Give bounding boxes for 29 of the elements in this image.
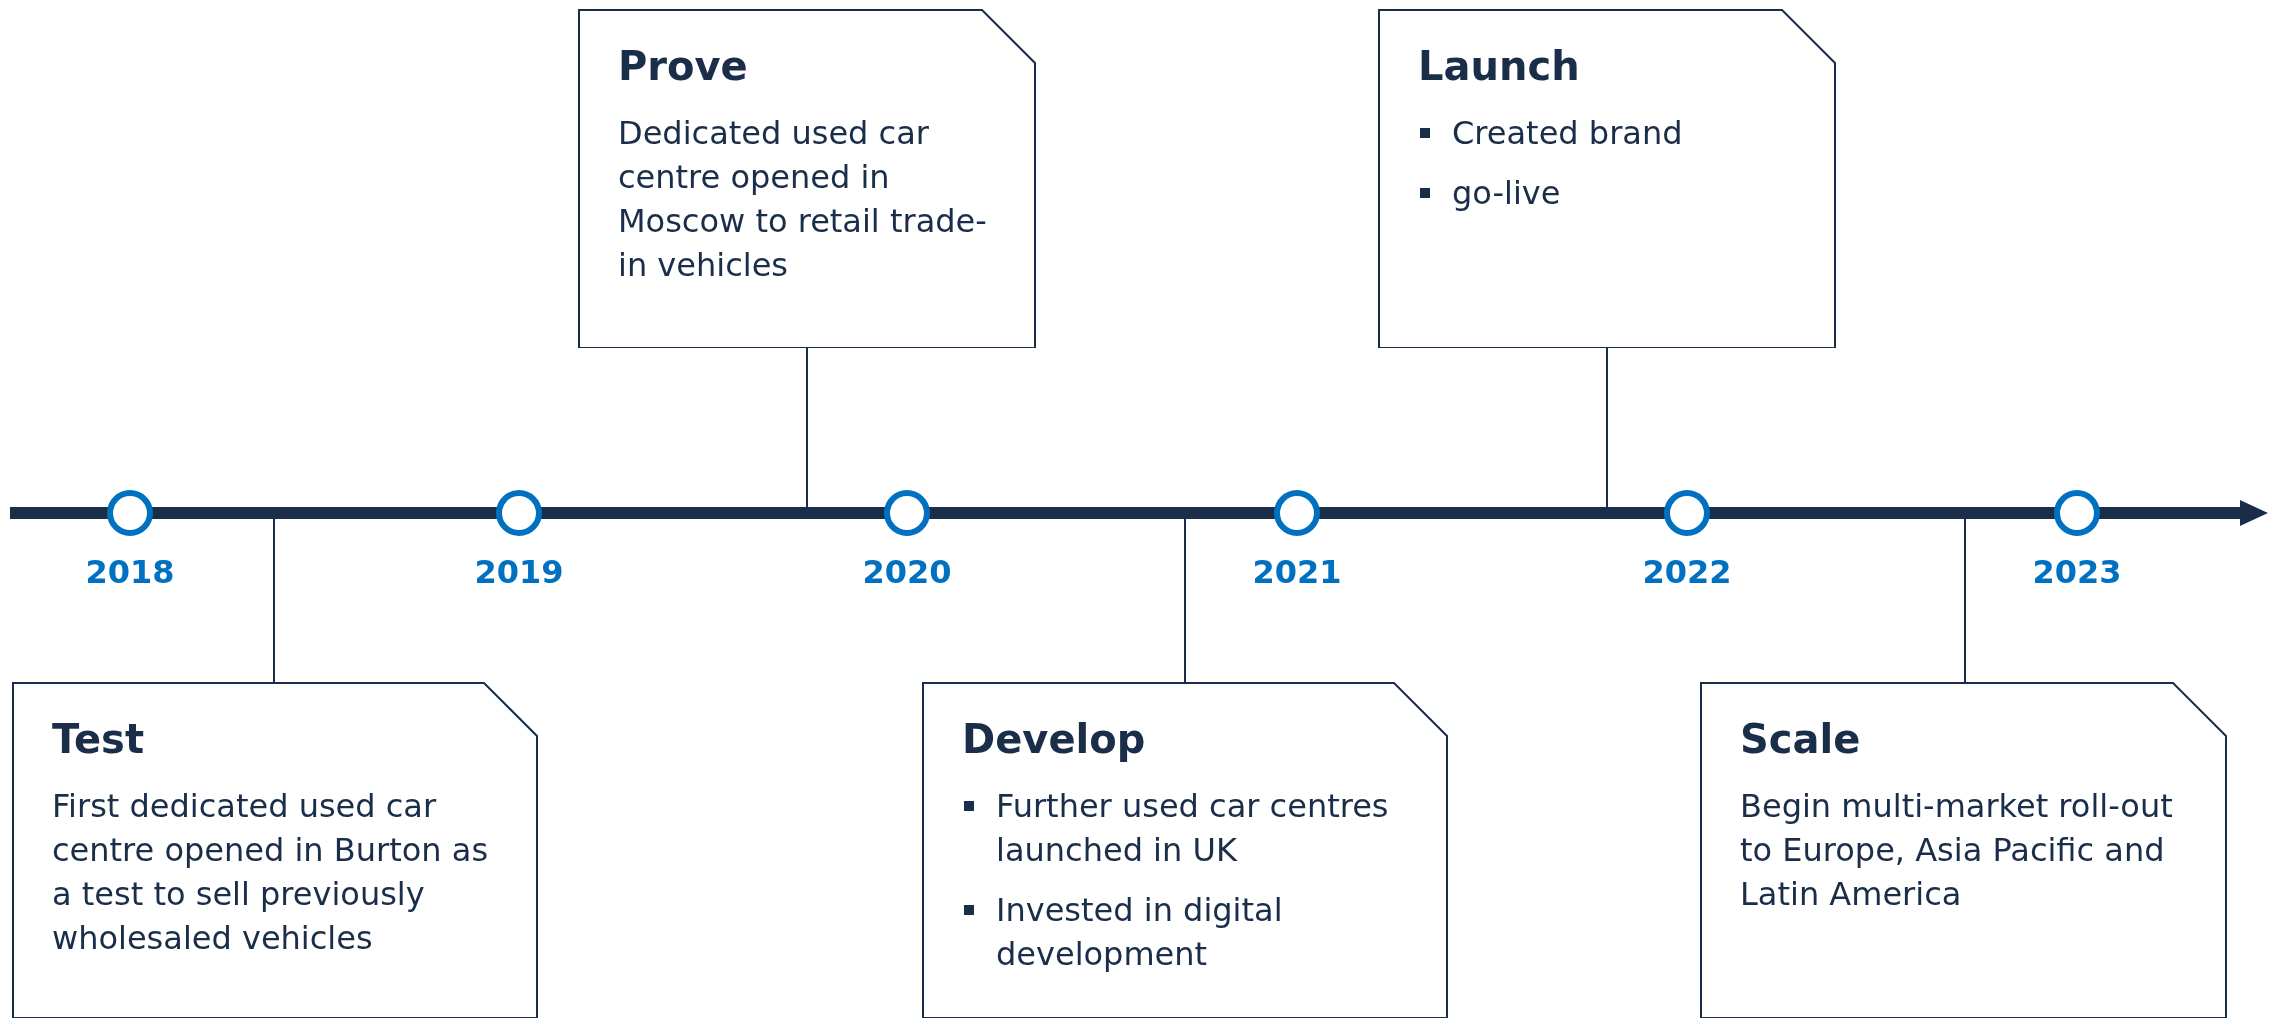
milestone-title: Test (52, 716, 145, 762)
bullet-text: go-live (1452, 174, 1561, 212)
bullet-text: Invested in digital development (996, 891, 1283, 973)
milestone-description: Dedicated used car centre opened in Moscow to retail trade-in vehicles (618, 113, 988, 286)
leader-line (1606, 347, 1608, 508)
milestone-title: Scale (1740, 716, 1861, 762)
year-label: 2021 (1251, 553, 1343, 591)
milestone-description: First dedicated used car centre opened in Burton as a test to sell previously wholesaled vehicles (52, 786, 490, 959)
milestone-title: Launch (1418, 43, 1580, 89)
milestone-card (578, 9, 1036, 348)
leader-line (806, 347, 808, 508)
milestone-card (1378, 9, 1836, 348)
leader-line (1964, 518, 1966, 683)
milestone-card (12, 682, 538, 1018)
bullet-text: Further used car centres launched in UK (996, 787, 1389, 869)
leader-line (1184, 518, 1186, 683)
year-label: 2022 (1641, 553, 1733, 591)
milestone-description: Begin multi-market roll-out to Europe, Asia Pacific and Latin America (1740, 786, 2174, 915)
year-label: 2019 (473, 553, 565, 591)
milestone-card (1700, 682, 2227, 1018)
milestone-card (922, 682, 1448, 1018)
timeline-axis (10, 500, 2268, 526)
year-label: 2020 (861, 553, 953, 591)
milestone-title: Prove (618, 43, 748, 89)
year-label: 2023 (2031, 553, 2123, 591)
milestone-title: Develop (962, 716, 1146, 762)
leader-line (273, 518, 275, 683)
year-label: 2018 (84, 553, 176, 591)
bullet-text: Created brand (1452, 114, 1683, 152)
